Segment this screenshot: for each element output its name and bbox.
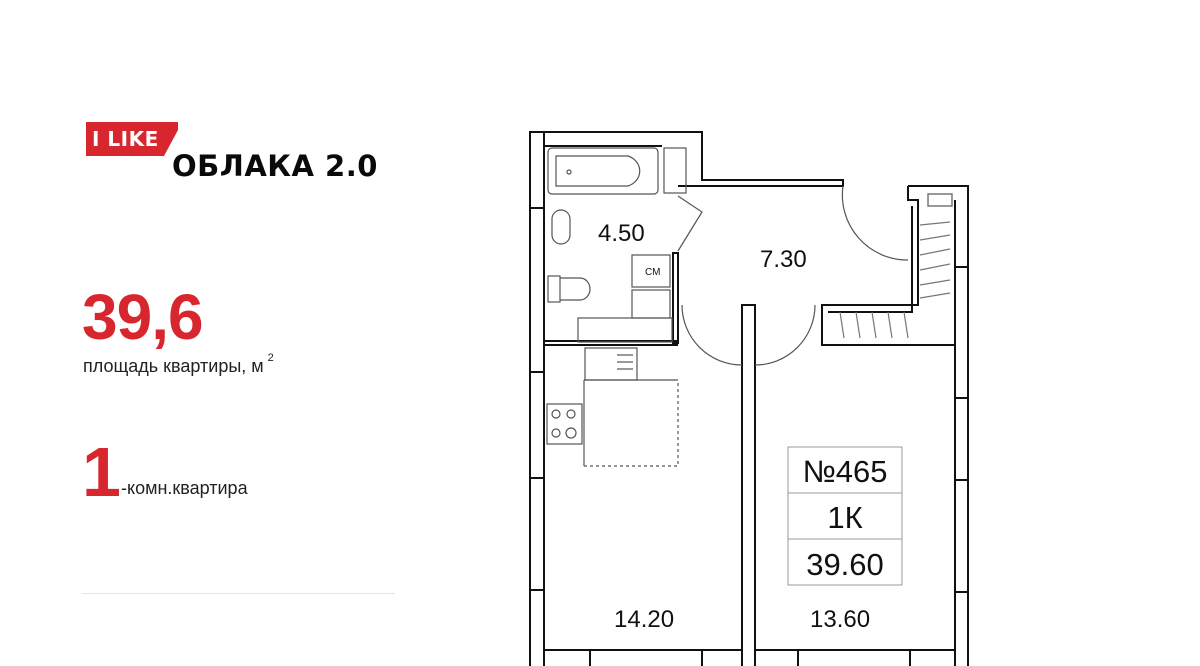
kitchen-area: 14.20 (614, 606, 674, 633)
toilet-icon (547, 275, 561, 303)
logo-badge-shape (86, 122, 178, 156)
apartment-type: 1К (827, 500, 862, 535)
stove-icon (546, 403, 583, 445)
logo-badge: I LIKE (86, 122, 178, 156)
plan-fixtures (546, 147, 953, 467)
room-area: 13.60 (810, 606, 870, 633)
bathtub-icon (547, 147, 659, 195)
apartment-area-value: 39,6 (82, 281, 204, 353)
plan-walls (529, 131, 969, 666)
project-name: ОБЛАКА 2.0 (172, 149, 378, 183)
apartment-info-box: №465 1К 39.60 (787, 446, 903, 586)
washer-label: СМ (645, 267, 660, 278)
logo-badge-text: I LIKE (92, 127, 159, 151)
bathroom-area: 4.50 (598, 220, 645, 247)
rooms-count: 1 (82, 433, 121, 511)
apartment-total-area: 39.60 (806, 547, 884, 582)
divider (82, 593, 395, 594)
washer-icon (631, 254, 671, 288)
area-label-text: площадь квартиры, м (83, 356, 264, 376)
hall-area: 7.30 (760, 246, 807, 273)
apartment-number: №465 (803, 454, 888, 489)
rooms-label: -комн.квартира (121, 478, 248, 498)
area-unit-sup: 2 (267, 352, 274, 364)
sink-icon (551, 209, 571, 245)
